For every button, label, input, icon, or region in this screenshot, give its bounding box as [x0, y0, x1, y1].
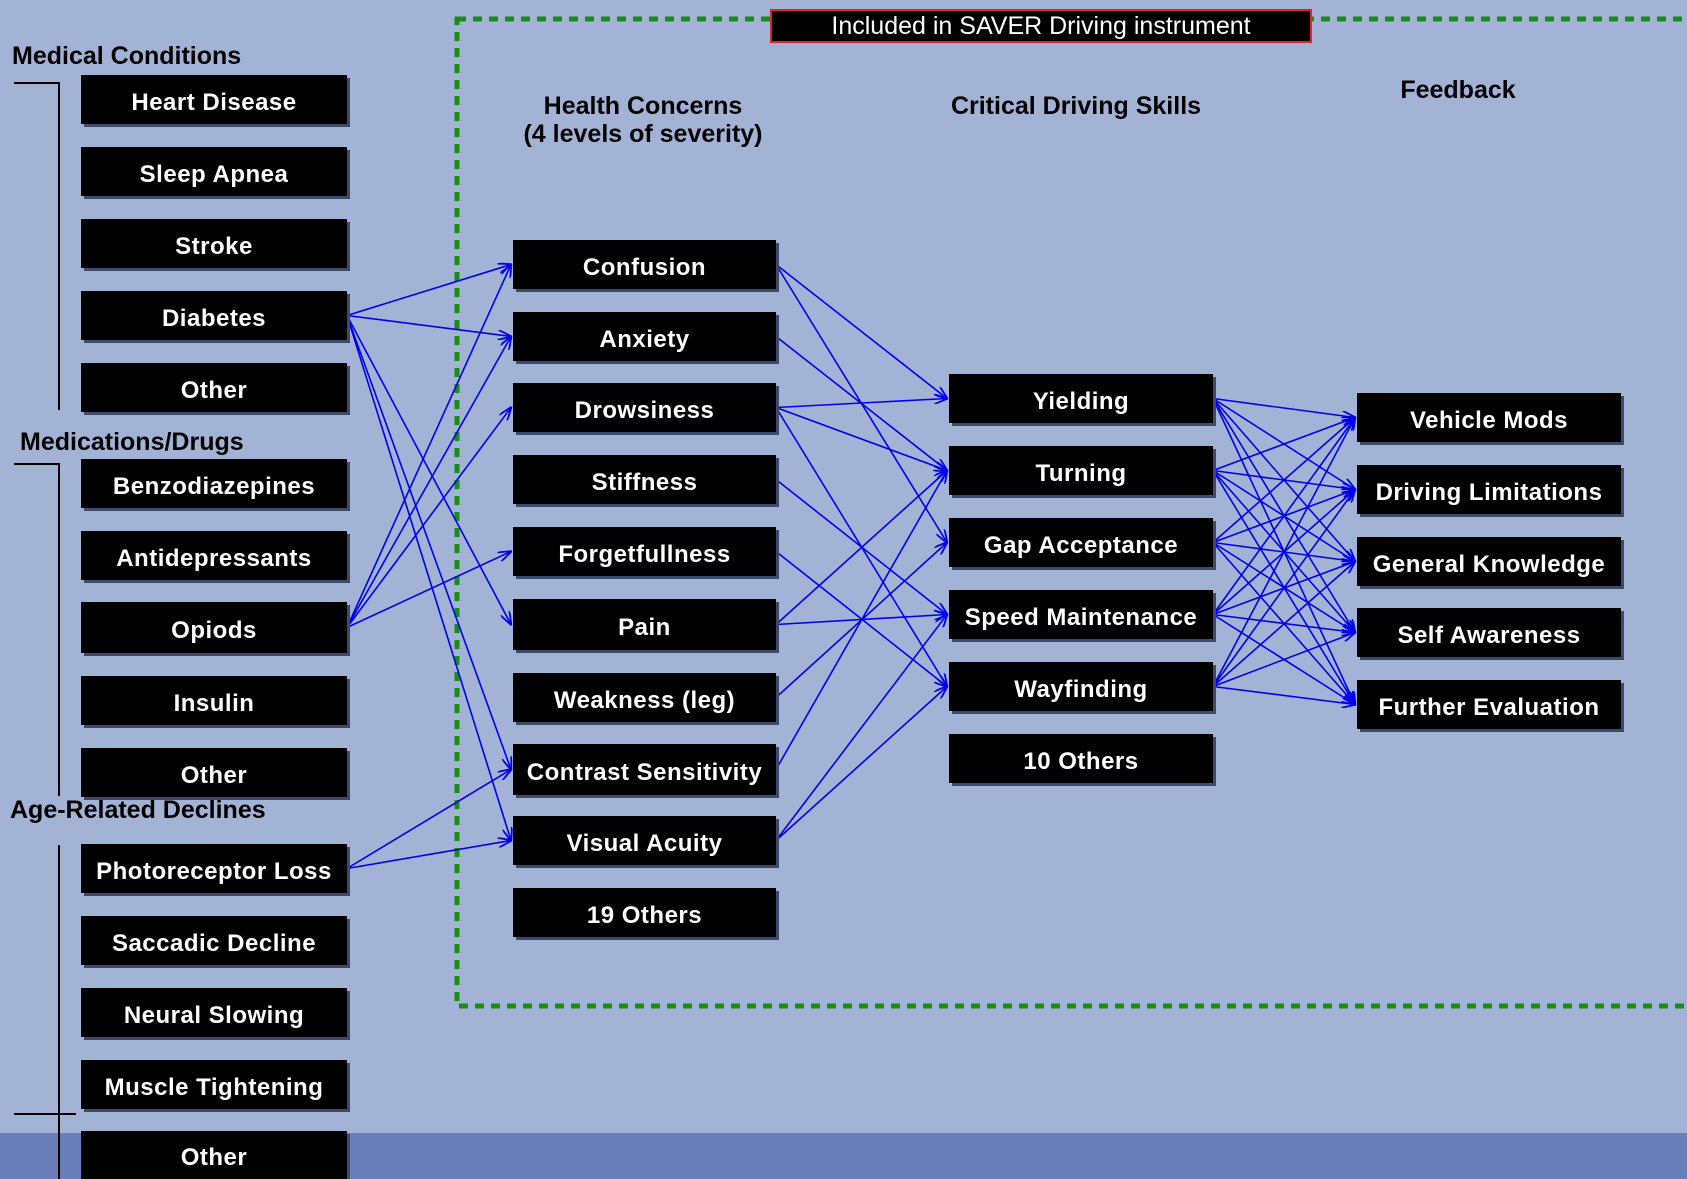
header-feedback: Feedback	[1400, 76, 1516, 104]
node-sleep-apnea: Sleep Apnea	[81, 147, 347, 196]
node-other-medical: Other	[81, 363, 347, 412]
node-confusion: Confusion	[513, 240, 776, 289]
edge-drowsiness-to-yielding	[775, 399, 947, 409]
bracket-medical-top	[14, 82, 60, 84]
edge-opiods-to-confusion	[346, 265, 511, 628]
saver-region-label: Included in SAVER Driving instrument	[770, 9, 1312, 43]
node-10-others: 10 Others	[949, 734, 1213, 783]
bracket-medication-line	[58, 463, 60, 796]
header-critical-driving-skills: Critical Driving Skills	[950, 92, 1202, 120]
edge-wayfinding-to-driving_limitations	[1212, 490, 1355, 687]
node-visual-acuity: Visual Acuity	[513, 816, 776, 865]
group-label-medical-conditions: Medical Conditions	[12, 42, 242, 70]
edge-gap_acceptance-to-vehicle_mods	[1212, 418, 1355, 544]
edge-visual_acuity-to-speed_maintenance	[775, 615, 947, 841]
edge-turning-to-vehicle_mods	[1212, 418, 1355, 472]
node-benzodiazepines: Benzodiazepines	[81, 459, 347, 508]
node-other-age: Other	[81, 1131, 347, 1179]
node-opiods: Opiods	[81, 602, 347, 653]
node-heart-disease: Heart Disease	[81, 75, 347, 124]
node-vehicle-mods: Vehicle Mods	[1357, 393, 1621, 442]
node-yielding: Yielding	[949, 374, 1213, 423]
bracket-medication-top	[14, 463, 60, 465]
saver-region-border	[454, 16, 1687, 1009]
edge-diabetes-to-anxiety	[346, 314, 511, 337]
node-muscle-tightening: Muscle Tightening	[81, 1060, 347, 1109]
edge-pain-to-turning	[775, 471, 947, 626]
edge-contrast_sensitivity-to-turning	[775, 471, 947, 770]
edge-yielding-to-vehicle_mods	[1212, 397, 1355, 418]
node-general-knowledge: General Knowledge	[1357, 537, 1621, 586]
edge-wayfinding-to-further_evaluation	[1212, 685, 1355, 705]
edge-wayfinding-to-general_knowledge	[1212, 562, 1355, 688]
edge-wayfinding-to-self_awareness	[1212, 633, 1355, 688]
node-self-awareness: Self Awareness	[1357, 608, 1621, 657]
node-stroke: Stroke	[81, 219, 347, 268]
group-label-age-related-declines: Age-Related Declines	[10, 796, 266, 824]
edge-wayfinding-to-vehicle_mods	[1212, 418, 1355, 687]
edge-photoreceptor_loss-to-contrast_sensitivity	[346, 770, 511, 870]
bracket-medical-line	[58, 82, 60, 410]
edge-diabetes-to-contrast_sensitivity	[346, 315, 511, 770]
node-anxiety: Anxiety	[513, 312, 776, 361]
node-pain: Pain	[513, 599, 776, 650]
node-turning: Turning	[949, 446, 1213, 495]
node-further-evaluation: Further Evaluation	[1357, 680, 1621, 729]
edge-visual_acuity-to-wayfinding	[775, 687, 947, 842]
node-driving-limitations: Driving Limitations	[1357, 465, 1621, 514]
edge-opiods-to-drowsiness	[346, 408, 511, 628]
bracket-age-line	[58, 845, 60, 1179]
bracket-age-top	[14, 1113, 76, 1115]
node-weakness-leg: Weakness (leg)	[513, 673, 776, 722]
node-other-medication: Other	[81, 748, 347, 797]
header-health-concerns: Health Concerns (4 levels of severity)	[523, 92, 763, 148]
node-wayfinding: Wayfinding	[949, 662, 1213, 711]
edge-drowsiness-to-turning	[775, 406, 947, 471]
node-19-others: 19 Others	[513, 888, 776, 937]
edge-diabetes-to-visual_acuity	[346, 315, 511, 841]
edge-diabetes-to-confusion	[346, 265, 511, 317]
node-gap-acceptance: Gap Acceptance	[949, 518, 1213, 567]
edge-opiods-to-anxiety	[346, 337, 511, 628]
edge-confusion-to-yielding	[775, 263, 947, 399]
node-diabetes: Diabetes	[81, 291, 347, 340]
node-photoreceptor-loss: Photoreceptor Loss	[81, 844, 347, 893]
node-forgetfullness: Forgetfullness	[513, 527, 776, 576]
edge-opiods-to-forgetfullness	[346, 552, 511, 629]
node-saccadic-decline: Saccadic Decline	[81, 916, 347, 965]
edge-photoreceptor_loss-to-visual_acuity	[346, 841, 511, 870]
node-insulin: Insulin	[81, 676, 347, 725]
node-neural-slowing: Neural Slowing	[81, 988, 347, 1037]
edge-diabetes-to-pain	[346, 315, 511, 625]
node-speed-maintenance: Speed Maintenance	[949, 590, 1213, 639]
node-antidepressants: Antidepressants	[81, 531, 347, 580]
node-contrast-sensitivity: Contrast Sensitivity	[513, 744, 776, 795]
edge-speed_maintenance-to-vehicle_mods	[1212, 418, 1355, 615]
group-label-medications-drugs: Medications/Drugs	[20, 428, 244, 456]
node-drowsiness: Drowsiness	[513, 383, 776, 432]
node-stiffness: Stiffness	[513, 455, 776, 504]
